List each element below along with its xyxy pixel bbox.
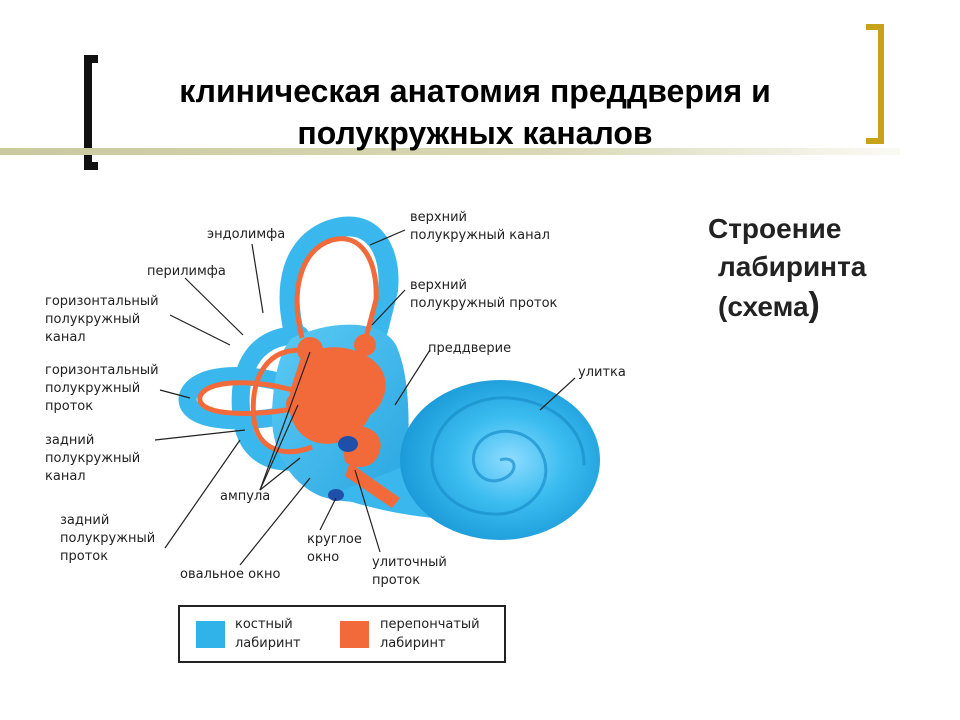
label-horizontal-canal-2: полукружный <box>45 312 140 327</box>
horizontal-duct-shape <box>197 380 301 416</box>
title-underline-rule <box>0 148 900 155</box>
horizontal-canal-shape <box>178 367 309 430</box>
legend-swatch-bony <box>196 621 225 648</box>
label-posterior-canal-1: задний <box>45 433 94 448</box>
label-ampulla: ампула <box>220 489 270 504</box>
leader-lines <box>154 229 576 566</box>
cochlea-spiral <box>430 396 586 516</box>
label-superior-duct-2: полукружный проток <box>410 296 558 311</box>
label-round-window-1: круглое <box>307 532 362 547</box>
side-caption-line3: (схема) <box>708 286 866 326</box>
label-superior-canal-1: верхний <box>410 210 467 225</box>
superior-canal-shape <box>279 216 399 350</box>
side-caption-line1: Строение <box>708 213 842 244</box>
round-window-shape <box>328 489 344 501</box>
label-horizontal-duct-3: проток <box>45 399 93 414</box>
label-horizontal-canal-3: канал <box>45 330 86 345</box>
legend-label-membranous-2: лабиринт <box>380 636 446 651</box>
label-cochlear-duct-2: проток <box>372 573 420 588</box>
side-caption: Строение лабиринта (схема) <box>708 210 866 326</box>
slide-title-line1: клиническая анатомия преддверия и <box>179 73 771 109</box>
label-superior-canal-2: полукружный канал <box>410 228 550 243</box>
legend-label-membranous: перепончатый лабиринт <box>380 615 490 653</box>
utricle-shape <box>289 347 386 444</box>
legend-label-bony-2: лабиринт <box>235 636 301 651</box>
label-vestibule: преддверие <box>428 341 511 356</box>
membranous-labyrinth <box>197 236 400 508</box>
oval-window-shape <box>338 436 358 452</box>
slide-title-line2: полукружных каналов <box>297 115 653 151</box>
label-posterior-duct-1: задний <box>60 513 109 528</box>
label-endolymph: эндолимфа <box>207 227 285 242</box>
label-cochlear-duct-1: улиточный <box>372 555 447 570</box>
legend-box: костный лабиринт перепончатый лабиринт <box>178 605 506 663</box>
label-oval-window: овальное окно <box>180 567 280 582</box>
label-cochlea: улитка <box>578 365 626 380</box>
right-bracket-decoration <box>866 24 884 144</box>
label-posterior-duct-3: проток <box>60 549 108 564</box>
label-perilymph: перилимфа <box>147 264 226 279</box>
label-superior-duct-1: верхний <box>410 278 467 293</box>
side-caption-line3-close: ) <box>808 286 820 324</box>
legend-label-bony: костный лабиринт <box>235 615 345 653</box>
ampulla-shape-2 <box>286 392 310 416</box>
legend-label-membranous-1: перепончатый <box>380 617 480 632</box>
label-horizontal-duct-1: горизонтальный <box>45 363 159 378</box>
side-caption-line2: лабиринта <box>718 251 867 282</box>
legend-label-bony-1: костный <box>235 617 293 632</box>
side-caption-line3-text: (схема <box>718 291 809 322</box>
superior-duct-shape <box>294 236 379 346</box>
ampulla-shape-3 <box>354 334 376 356</box>
cochlear-duct-shape <box>345 462 400 508</box>
label-horizontal-duct-2: полукружный <box>45 381 140 396</box>
posterior-duct-shape <box>250 347 313 455</box>
slide-title: клиническая анатомия преддверия и полукр… <box>115 70 835 154</box>
label-posterior-duct-2: полукружный <box>60 531 155 546</box>
label-posterior-canal-3: канал <box>45 469 86 484</box>
legend-swatch-membranous <box>340 621 369 648</box>
label-horizontal-canal-1: горизонтальный <box>45 294 159 309</box>
label-posterior-canal-2: полукружный <box>45 451 140 466</box>
ampulla-shape-1 <box>297 337 323 363</box>
left-bracket-decoration <box>84 55 98 170</box>
label-round-window-2: окно <box>307 550 339 565</box>
diagram-labels: эндолимфа перилимфа горизонтальный полук… <box>45 210 626 588</box>
